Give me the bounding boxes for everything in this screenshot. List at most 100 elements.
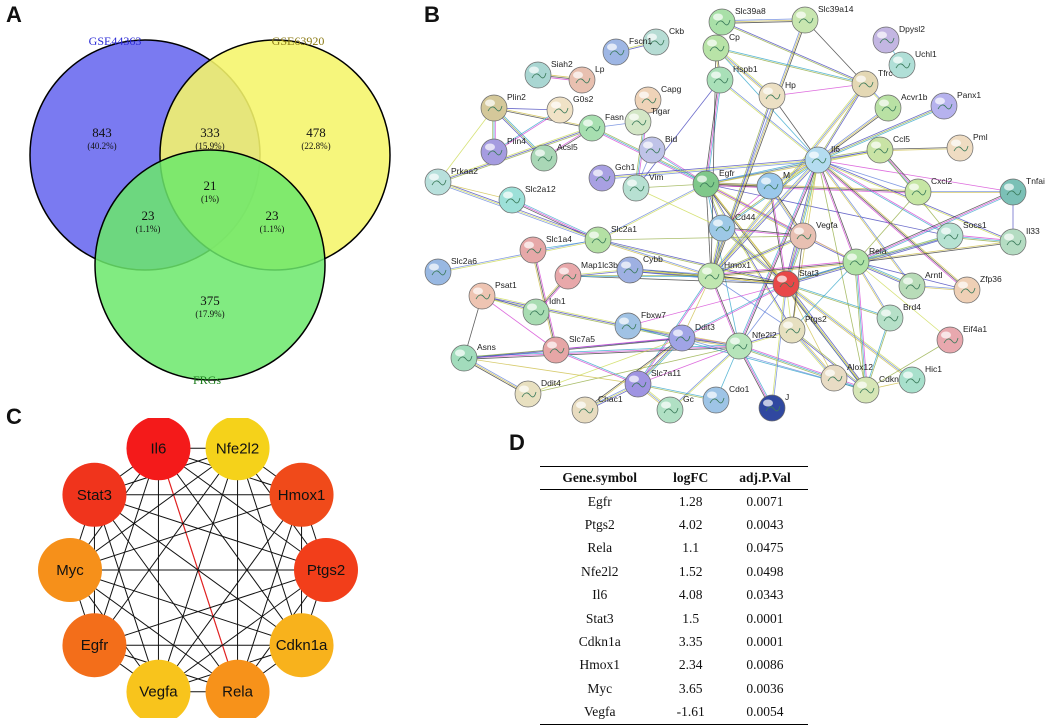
- ppi-edge: [705, 183, 712, 277]
- ppi-node-label: Nfe2l2: [752, 330, 777, 340]
- ppi-node-label: Panx1: [957, 90, 981, 100]
- ppi-node-structure: [943, 233, 959, 240]
- hub-node-label: Hmox1: [278, 487, 326, 504]
- ppi-node-highlight: [647, 33, 657, 41]
- ppi-node-structure: [709, 397, 725, 404]
- ppi-node-label: Capg: [661, 84, 682, 94]
- ppi-node: Map1lc3b: [554, 260, 618, 290]
- ppi-edge: [709, 158, 818, 276]
- ppi-node-label: Brd4: [903, 302, 921, 312]
- ppi-node-structure: [631, 381, 647, 388]
- ppi-node-circle: [616, 256, 644, 284]
- ppi-edge: [637, 345, 740, 385]
- ppi-node-highlight: [643, 141, 653, 149]
- ppi-edge: [865, 339, 951, 391]
- ppi-edge: [598, 238, 787, 284]
- ppi-edge: [635, 187, 723, 229]
- logfc-cell: 3.35: [678, 633, 703, 649]
- ppi-node-circle: [872, 26, 900, 54]
- ppi-edge: [711, 262, 857, 278]
- ppi-node-highlight: [761, 177, 771, 185]
- ppi-node: Slc39a8: [708, 6, 766, 36]
- ppi-node: Gch1: [588, 162, 636, 192]
- ppi-node-label: Slc39a8: [735, 6, 766, 16]
- logfc-cell: 1.52: [678, 563, 703, 579]
- ppi-node-highlight: [547, 341, 557, 349]
- ppi-node: Acvr1b: [874, 92, 928, 122]
- ppi-edge: [494, 106, 593, 128]
- ppi-edge: [705, 79, 721, 185]
- ppi-node-structure: [1006, 189, 1022, 196]
- region-pct: (1%): [201, 194, 219, 204]
- ppi-node-highlight: [593, 169, 603, 177]
- hub-node-circle: [126, 659, 191, 718]
- hub-edge: [93, 494, 159, 692]
- ppi-node-structure: [953, 145, 969, 152]
- ppi-node-label: Psat1: [495, 280, 517, 290]
- ppi-edge: [817, 159, 1014, 193]
- ppi-edge: [464, 346, 740, 360]
- ppi-node-structure: [796, 233, 812, 240]
- ppi-node-highlight: [529, 66, 539, 74]
- region-count: 23: [142, 208, 155, 223]
- ppi-edge: [721, 19, 806, 23]
- hub-node-circle: [294, 538, 358, 602]
- ppi-node-structure: [649, 39, 665, 46]
- ppi-edge: [635, 79, 721, 189]
- ppi-node-structure: [849, 259, 865, 266]
- ppi-edge: [771, 83, 866, 97]
- ppi-edge: [804, 19, 866, 85]
- hub-node-circle: [269, 613, 334, 678]
- ppi-node-highlight: [958, 281, 968, 289]
- ppi-edge: [817, 159, 919, 193]
- ppi-node-circle: [898, 366, 926, 394]
- hub-node-label: Rela: [222, 684, 254, 701]
- ppi-node-highlight: [619, 317, 629, 325]
- ppi-node-structure: [431, 269, 447, 276]
- ppi-node-label: Ddit3: [695, 322, 715, 332]
- ppi-node-highlight: [794, 227, 804, 235]
- ppi-edge: [785, 284, 890, 319]
- ppi-node-highlight: [856, 75, 866, 83]
- ppi-node-highlight: [519, 385, 529, 393]
- ppi-node-structure: [591, 237, 607, 244]
- logfc-cell: 1.5: [682, 610, 700, 626]
- ppi-node-circle: [866, 136, 894, 164]
- ppi-node-structure: [609, 49, 625, 56]
- region-count: 23: [266, 208, 279, 223]
- ppi-edge: [711, 236, 804, 278]
- ppi-node-structure: [631, 119, 647, 126]
- ppi-node-label: G0s2: [573, 94, 594, 104]
- ppi-node-circle: [725, 332, 753, 360]
- hub-node-label: Il6: [151, 440, 167, 457]
- ppi-node-structure: [763, 183, 779, 190]
- ppi-node-structure: [765, 405, 781, 412]
- ppi-node-structure: [895, 62, 911, 69]
- logfc-cell: 4.02: [678, 517, 703, 533]
- ppi-node-structure: [475, 293, 491, 300]
- pval-cell: 0.0498: [746, 563, 784, 579]
- ppi-node-label: Ddit4: [541, 378, 561, 388]
- hub-node: Ptgs2: [294, 538, 358, 602]
- ppi-node-circle: [791, 6, 819, 34]
- ppi-node-circle: [424, 258, 452, 286]
- ppi-node: G0s2: [546, 94, 594, 124]
- ppi-edge: [738, 159, 819, 347]
- ppi-node-highlight: [881, 309, 891, 317]
- ppi-node-circle: [820, 364, 848, 392]
- ppi-edge: [855, 191, 1014, 263]
- ppi-node-label: Cd44: [735, 212, 756, 222]
- ppi-edge: [555, 350, 638, 385]
- ppi-node-highlight: [702, 267, 712, 275]
- ppi-node-label: Hmox1: [724, 260, 751, 270]
- ppi-node: Vegfa: [789, 220, 838, 250]
- ppi-edge: [722, 20, 806, 24]
- ppi-edge: [855, 240, 1013, 262]
- ppi-node-highlight: [783, 321, 793, 329]
- ppi-node-circle: [554, 262, 582, 290]
- ppi-edge: [785, 159, 819, 285]
- hub-node: Egfr: [62, 613, 127, 678]
- table-header-row: Gene.symbol logFC adj.P.Val: [540, 466, 808, 490]
- ppi-node-structure: [561, 273, 577, 280]
